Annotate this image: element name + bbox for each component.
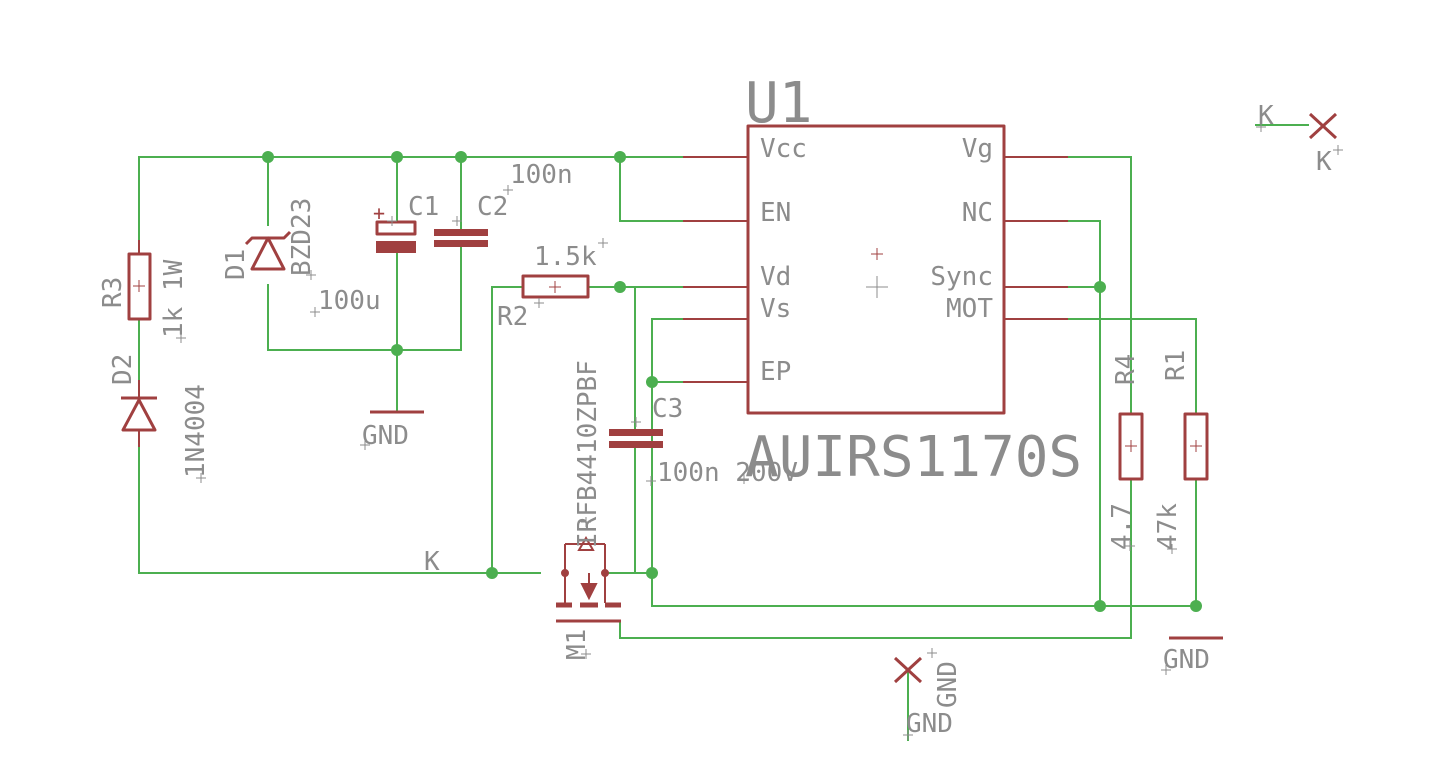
ic-pin-label: EP — [760, 357, 791, 387]
ic-u1: Vcc EN Vd Vs EP Vg NC Sync MOT U1 AUIRS1… — [683, 71, 1082, 490]
wires — [138, 124, 1309, 741]
wire-vg — [1067, 156, 1132, 413]
wire-en — [619, 156, 684, 222]
ic-pin-label: MOT — [946, 294, 993, 324]
ic-part-label: AUIRS1170S — [745, 425, 1082, 490]
d1-ref-label: D1 — [221, 249, 251, 280]
d2-value-label: 1N4004 — [181, 384, 211, 478]
junction-dot — [646, 376, 658, 388]
capacitor-c1: + C1 100u — [318, 192, 439, 316]
capacitor-c3: C3 100n 200V — [609, 394, 798, 488]
junction-dot — [614, 151, 626, 163]
c3-ref-label: C3 — [652, 394, 683, 424]
r4-ref-label: R4 — [1111, 354, 1141, 385]
wire-nc — [1067, 220, 1101, 607]
origin-marker-icon — [866, 248, 888, 298]
r3-ref-label: R3 — [98, 277, 128, 308]
c2-ref-label: C2 — [477, 192, 508, 222]
d1-value-label: BZD23 — [287, 198, 317, 276]
c1-polarity: + — [373, 201, 385, 225]
r3-value-label: 1k 1W — [159, 259, 189, 338]
port-gnd-label: GND — [906, 709, 953, 739]
c1-ref-label: C1 — [408, 192, 439, 222]
wire-gate — [619, 478, 1132, 639]
r2-value-label: 1.5k — [534, 242, 597, 272]
junction-dot — [1190, 600, 1202, 612]
port-k: K K — [1258, 101, 1338, 177]
ic-pin-label: Sync — [930, 262, 993, 292]
port-k-label: K — [1258, 101, 1274, 131]
m1-ref-label: M1 — [562, 629, 592, 660]
junction-dot — [391, 344, 403, 356]
port-gnd-name: GND — [933, 661, 963, 708]
ic-ref-label: U1 — [745, 71, 812, 136]
ic-pin-label: NC — [962, 198, 993, 228]
port-gnd: GND GND — [893, 656, 963, 739]
ic-pin-label: Vg — [962, 134, 993, 164]
r4-value-label: 4.7 — [1107, 503, 1137, 550]
capacitor-c2: C2 100n — [434, 160, 573, 247]
wire-vs-return — [651, 318, 1197, 607]
junction-dot — [1094, 600, 1106, 612]
junction-dot — [486, 567, 498, 579]
d2-ref-label: D2 — [108, 354, 138, 385]
ic-pin-label: Vcc — [760, 134, 807, 164]
junction-dot — [646, 567, 658, 579]
junctions — [262, 151, 1202, 612]
r2-ref-label: R2 — [497, 302, 528, 332]
c2-value-label: 100n — [510, 160, 573, 190]
gnd-symbol-r1: GND — [1163, 636, 1223, 675]
ic-pin-label: Vd — [760, 262, 791, 292]
resistor-r2: R2 1.5k — [497, 242, 597, 332]
diode-d2: D2 1N4004 — [108, 354, 211, 478]
junction-dot — [1094, 281, 1106, 293]
net-k-label: K — [424, 547, 440, 577]
resistor-r4: R4 4.7 — [1107, 354, 1144, 550]
gnd-label: GND — [362, 421, 409, 451]
resistor-r1: R1 47k — [1153, 350, 1209, 550]
port-k-name: K — [1316, 147, 1332, 177]
mosfet-m1: M1 IRFB4410ZPBF — [556, 360, 621, 660]
m1-value-label: IRFB4410ZPBF — [573, 360, 603, 548]
junction-dot — [391, 151, 403, 163]
r1-ref-label: R1 — [1161, 350, 1191, 381]
wire-r2-left — [491, 286, 522, 574]
ic-body — [746, 124, 1006, 415]
gnd-symbol-c1: GND — [362, 410, 424, 451]
junction-dot — [262, 151, 274, 163]
r1-value-label: 47k — [1153, 503, 1183, 550]
origin-crosses — [176, 122, 1343, 740]
wire-mot — [1067, 318, 1197, 413]
c3-value-label: 100n 200V — [657, 458, 798, 488]
junction-dot — [614, 281, 626, 293]
zener-d1: D1 BZD23 — [221, 198, 317, 280]
resistor-r3: R3 1k 1W — [98, 240, 189, 338]
wire-d2-k — [138, 446, 541, 574]
ic-pin-label: Vs — [760, 294, 791, 324]
junction-dot — [455, 151, 467, 163]
c1-value-label: 100u — [318, 286, 381, 316]
ic-pin-label: EN — [760, 198, 791, 228]
